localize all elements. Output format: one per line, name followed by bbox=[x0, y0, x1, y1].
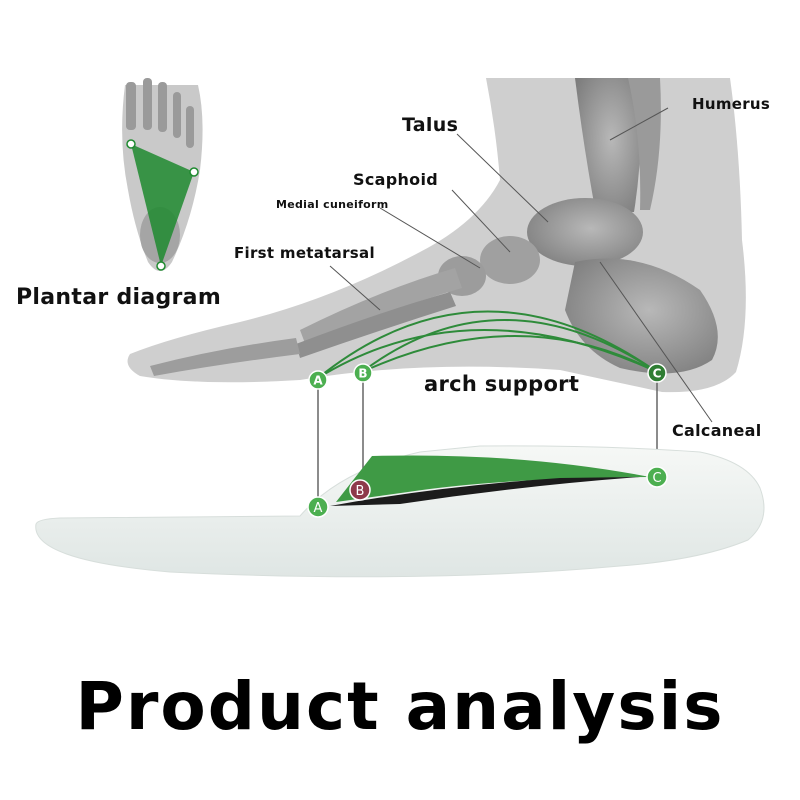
foot-point-b: B bbox=[353, 363, 373, 383]
insole-image bbox=[35, 445, 765, 578]
insole-point-a: A bbox=[307, 496, 329, 518]
plantar-point-a bbox=[126, 139, 136, 149]
page-title: Product analysis bbox=[75, 668, 725, 745]
label-plantar-diagram: Plantar diagram bbox=[16, 285, 222, 310]
label-calcaneal: Calcaneal bbox=[672, 421, 762, 440]
foot-point-a: A bbox=[308, 370, 328, 390]
plantar-point-c bbox=[156, 261, 166, 271]
foot-xray-image bbox=[127, 78, 746, 393]
label-first-metatarsal: First metatarsal bbox=[234, 244, 375, 262]
plantar-point-b bbox=[189, 167, 199, 177]
plantar-triangle bbox=[131, 144, 194, 266]
label-arch-support: arch support bbox=[424, 372, 580, 396]
label-scaphoid: Scaphoid bbox=[353, 170, 438, 189]
label-medial-cuneiform: Medial cuneiform bbox=[276, 198, 389, 211]
foot-point-c-label: C bbox=[653, 367, 662, 381]
label-humerus: Humerus bbox=[692, 95, 771, 113]
foot-point-c: C bbox=[647, 363, 667, 383]
insole-point-b: B bbox=[349, 479, 371, 501]
foot-point-b-label: B bbox=[358, 367, 367, 381]
insole-point-a-label: A bbox=[314, 501, 323, 516]
plantar-xray-image bbox=[122, 78, 203, 271]
insole-point-b-label: B bbox=[356, 484, 365, 499]
label-talus: Talus bbox=[402, 114, 459, 136]
insole-point-c-label: C bbox=[652, 471, 661, 486]
foot-point-a-label: A bbox=[313, 374, 323, 388]
insole-point-c: C bbox=[646, 466, 668, 488]
leader-lines bbox=[329, 107, 713, 423]
